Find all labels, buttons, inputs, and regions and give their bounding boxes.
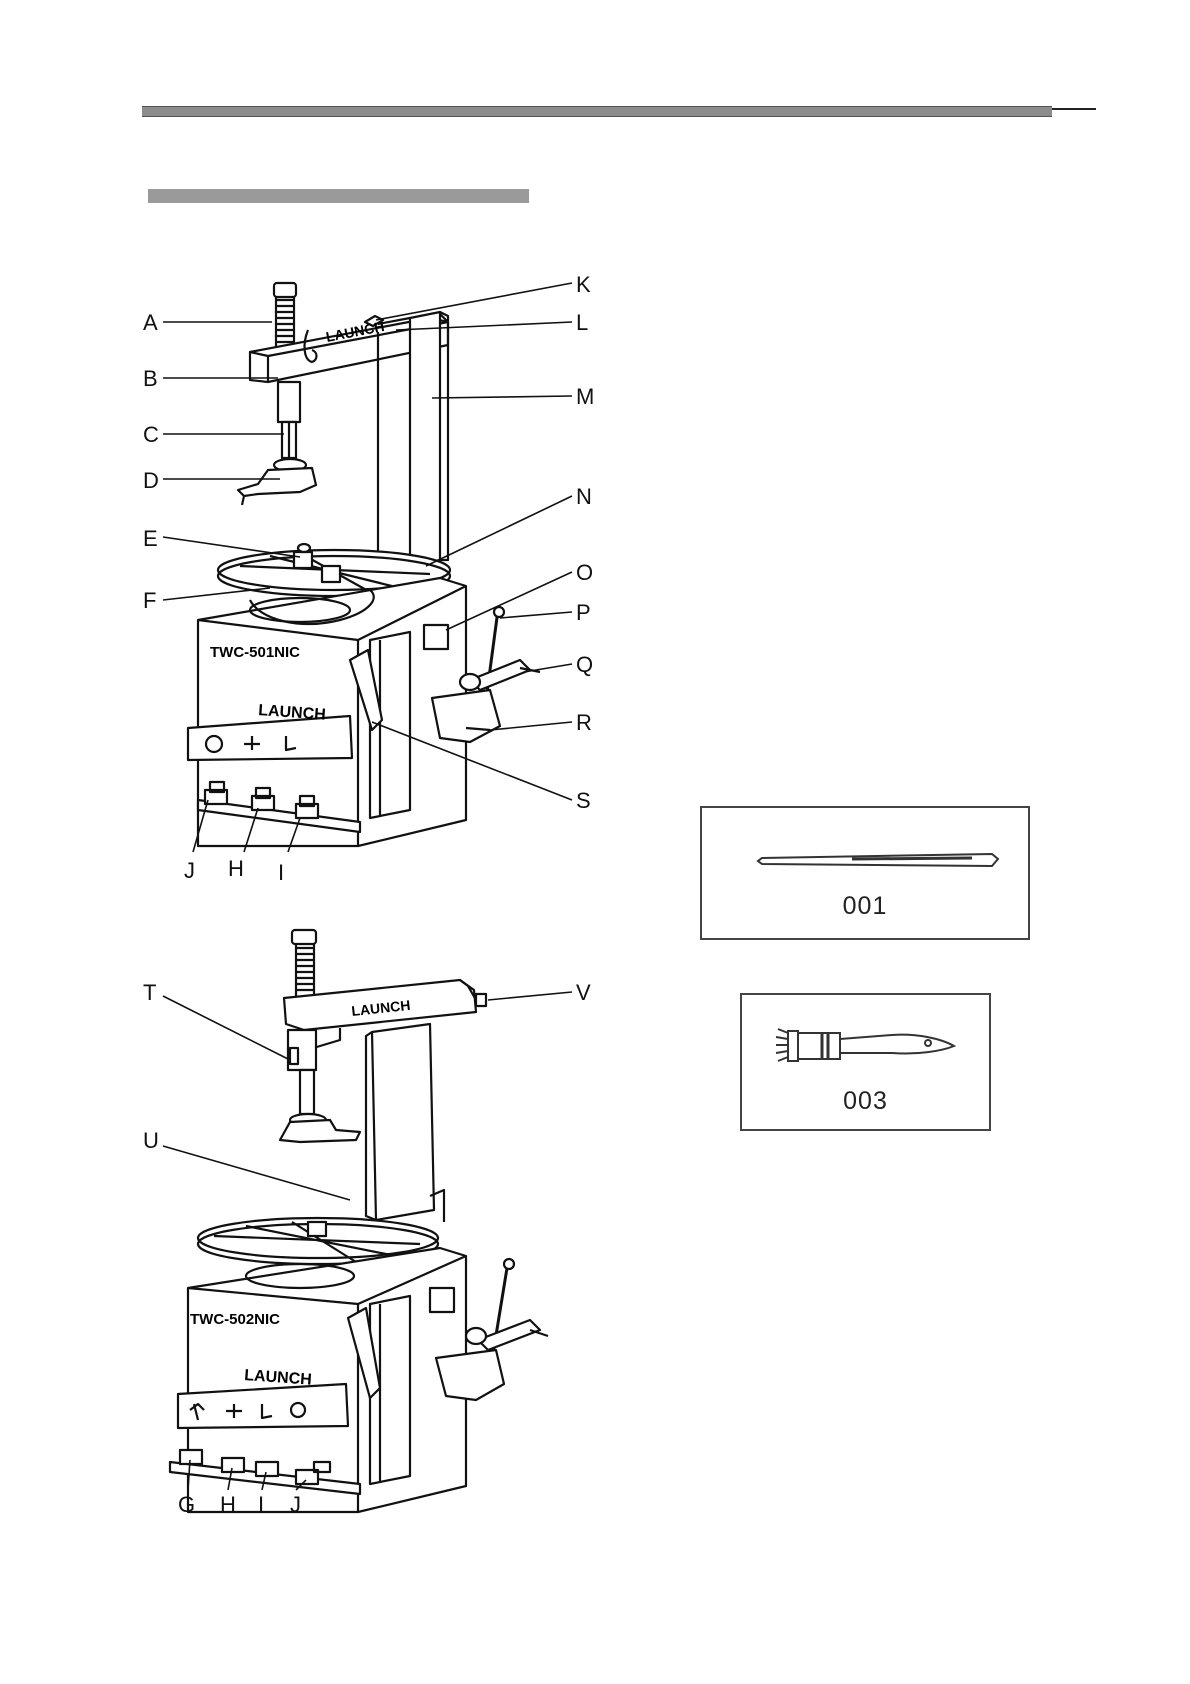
vertical-shaft	[288, 1030, 316, 1114]
callout-B: B	[143, 366, 158, 391]
callout-A: A	[143, 310, 158, 335]
accessory-box-003: 003	[740, 993, 991, 1131]
callout-F: F	[143, 588, 156, 613]
callout-Q: Q	[576, 652, 593, 677]
model-label: TWC-501NIC	[210, 644, 300, 661]
accessory-code-003: 003	[742, 1087, 989, 1116]
brush-icon	[742, 1015, 993, 1085]
column	[366, 1024, 444, 1222]
mount-demount-head	[280, 1114, 360, 1142]
callout-D: D	[143, 468, 159, 493]
callout-C: C	[143, 422, 159, 447]
callout-J: J	[290, 1492, 301, 1517]
callout-S: S	[576, 788, 591, 813]
tire-changer-figure-2: LAUNCH TWC-502NIC LAUNCH T V U G H I J	[0, 920, 1190, 1520]
callout-R: R	[576, 710, 592, 735]
callout-E: E	[143, 526, 158, 551]
callout-V: V	[576, 980, 591, 1005]
callout-K: K	[576, 272, 591, 297]
tire-changer-figure-1: LAUNCH TWC-501NIC LAUNCH A B C D E F K L…	[0, 0, 1190, 920]
callout-H: H	[228, 856, 244, 881]
accessory-code-001: 001	[702, 892, 1028, 921]
tire-lever-icon	[702, 834, 1032, 894]
model-label: TWC-502NIC	[190, 1311, 280, 1328]
callout-L: L	[576, 310, 588, 335]
callout-P: P	[576, 600, 591, 625]
adjusting-screw	[292, 930, 316, 998]
callout-T: T	[143, 980, 156, 1005]
callout-G: G	[178, 1492, 195, 1517]
valve-box	[424, 625, 448, 649]
callout-N: N	[576, 484, 592, 509]
callout-U: U	[143, 1128, 159, 1153]
vertical-shaft	[278, 382, 300, 458]
mount-demount-head	[238, 459, 316, 505]
adjusting-screw	[274, 283, 296, 350]
callout-I: I	[258, 1492, 264, 1517]
callout-H: H	[220, 1492, 236, 1517]
callout-O: O	[576, 560, 593, 585]
callout-M: M	[576, 384, 594, 409]
accessory-box-001: 001	[700, 806, 1030, 940]
valve-box	[430, 1288, 454, 1312]
callout-I: I	[278, 860, 284, 885]
callout-J: J	[184, 858, 195, 883]
